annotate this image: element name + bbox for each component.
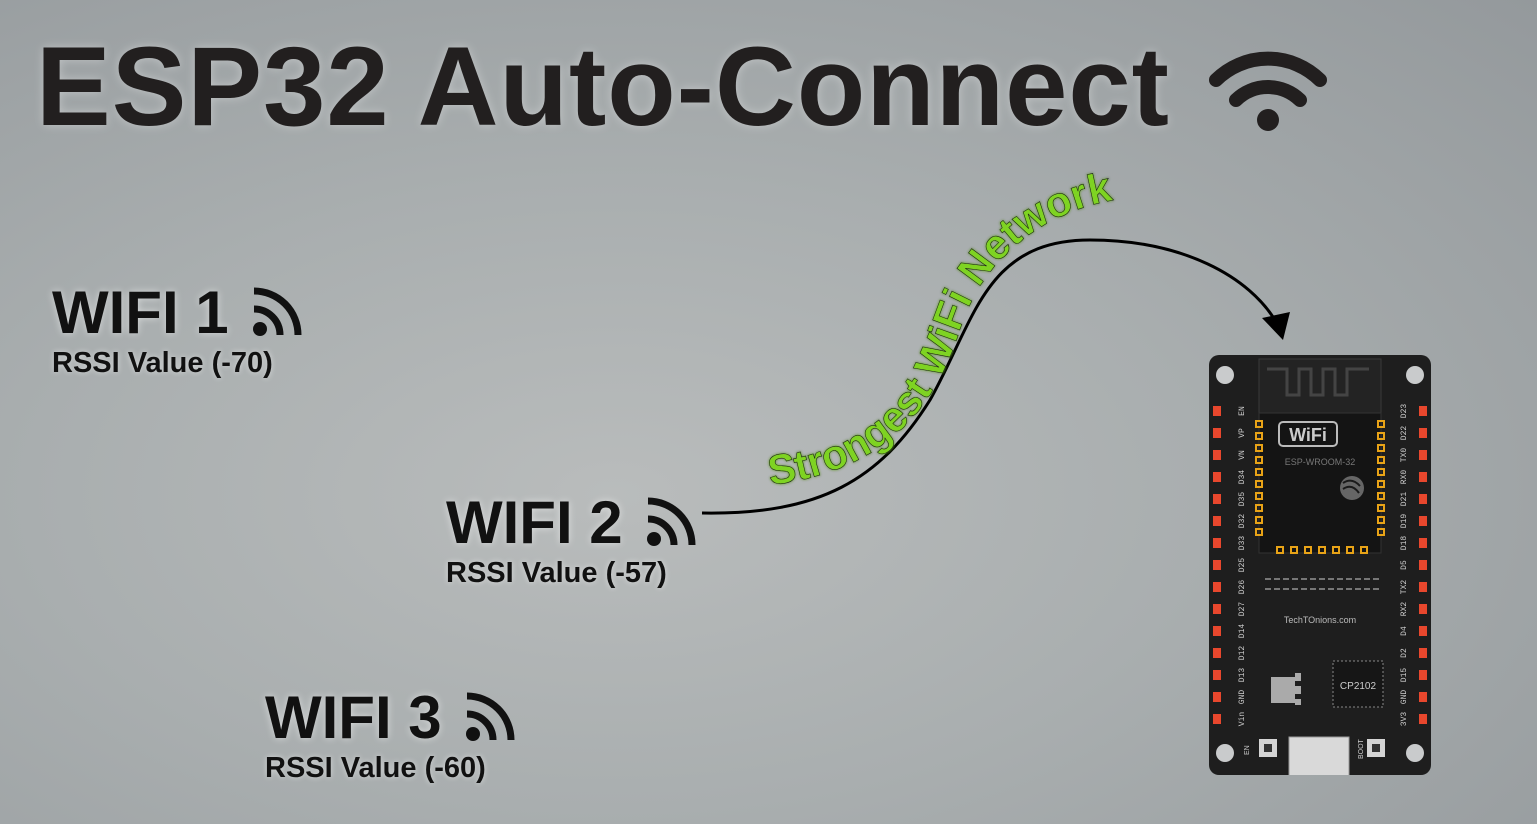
- pin-label: D14: [1238, 624, 1247, 639]
- pin-label: D13: [1238, 668, 1247, 683]
- header-pin: [1419, 450, 1427, 460]
- module-pads: [1255, 420, 1385, 554]
- arrow-line: [701, 238, 1280, 515]
- header-pin: [1419, 494, 1427, 504]
- pin-label: D32: [1238, 514, 1247, 529]
- pin-label: D26: [1238, 580, 1247, 595]
- pin-label: D22: [1400, 426, 1409, 441]
- en-button-label: EN: [1244, 745, 1251, 755]
- header-pin: [1213, 428, 1221, 438]
- voltage-regulator: [1271, 677, 1295, 703]
- header-pin: [1213, 494, 1221, 504]
- header-pin: [1213, 538, 1221, 548]
- pin-label: D34: [1238, 470, 1247, 485]
- pin-label: RX0: [1400, 470, 1409, 485]
- network-name: WIFI 1: [52, 279, 229, 346]
- esp32-board: WiFi ESP-WROOM-32 TechTOnions.com CP2102…: [1209, 355, 1431, 775]
- pin-label: GND: [1238, 690, 1247, 705]
- header-pin: [1213, 692, 1221, 702]
- header-pin: [1213, 516, 1221, 526]
- mount-hole: [1216, 744, 1234, 762]
- header-pin: [1419, 670, 1427, 680]
- header-pin: [1419, 428, 1427, 438]
- header-pin: [1213, 648, 1221, 658]
- pin-label: D5: [1400, 560, 1409, 570]
- antenna-trace: [1267, 367, 1369, 397]
- mount-hole: [1406, 744, 1424, 762]
- pin-label: TX0: [1400, 448, 1409, 463]
- pin-label: VP: [1238, 428, 1247, 438]
- header-pin: [1419, 538, 1427, 548]
- header-pin: [1213, 582, 1221, 592]
- header-pin: [1213, 626, 1221, 636]
- pin-label: D2: [1400, 648, 1409, 658]
- network-name: WIFI 3: [265, 684, 442, 751]
- header-pin: [1419, 692, 1427, 702]
- pin-label: D23: [1400, 404, 1409, 419]
- pin-label: Vin: [1238, 712, 1247, 727]
- mount-hole: [1406, 366, 1424, 384]
- wifi-badge: [1278, 421, 1338, 447]
- header-pin: [1213, 560, 1221, 570]
- pin-label: 3V3: [1400, 712, 1409, 727]
- header-pin: [1419, 714, 1427, 724]
- header-pin: [1419, 406, 1427, 416]
- pin-label: D25: [1238, 558, 1247, 573]
- header-pin: [1419, 626, 1427, 636]
- header-pin: [1419, 472, 1427, 482]
- header-pin: [1419, 648, 1427, 658]
- pin-label: D18: [1400, 536, 1409, 551]
- usb-uart-chip: [1332, 660, 1384, 708]
- network-wifi-1: WIFI 1 RSSI Value (-70): [52, 279, 302, 379]
- header-pin: [1419, 516, 1427, 526]
- site-label: TechTOnions.com: [1284, 615, 1356, 625]
- chip-label: CP2102: [1340, 681, 1377, 692]
- pin-label: TX2: [1400, 580, 1409, 595]
- rssi-value: RSSI Value (-57): [446, 557, 667, 589]
- header-pin: [1419, 560, 1427, 570]
- pin-label: D12: [1238, 646, 1247, 661]
- arrow-label-text: Strongest WiFi Network: [764, 163, 1117, 495]
- pin-label: RX2: [1400, 602, 1409, 617]
- usb-port: [1288, 736, 1350, 775]
- network-wifi-2: WIFI 2 RSSI Value (-57): [446, 489, 696, 589]
- header-pin: [1213, 670, 1221, 680]
- header-pin: [1213, 604, 1221, 614]
- wifi-icon: [1209, 51, 1327, 131]
- header-pin: [1213, 406, 1221, 416]
- pin-label: D35: [1238, 492, 1247, 507]
- wifi-signal-icon: [466, 692, 515, 741]
- pin-label: D15: [1400, 668, 1409, 683]
- pin-label: D33: [1238, 536, 1247, 551]
- pin-label: D21: [1400, 492, 1409, 507]
- arrow-head: [1262, 312, 1290, 340]
- arrow-label: Strongest WiFi Network: [764, 163, 1116, 494]
- rssi-value: RSSI Value (-70): [52, 347, 273, 379]
- header-pin: [1213, 714, 1221, 724]
- pin-label: EN: [1238, 406, 1247, 416]
- mount-hole: [1216, 366, 1234, 384]
- header-pin: [1419, 582, 1427, 592]
- wifi-signal-icon: [647, 497, 696, 546]
- header-pin: [1213, 472, 1221, 482]
- module-label: ESP-WROOM-32: [1285, 457, 1356, 467]
- pin-label: GND: [1400, 690, 1409, 705]
- header-pin: [1213, 450, 1221, 460]
- rssi-value: RSSI Value (-60): [265, 752, 486, 784]
- page-title: ESP32 Auto-Connect: [36, 24, 1170, 149]
- pin-label: D19: [1400, 514, 1409, 529]
- pin-label: D4: [1400, 626, 1409, 636]
- wifi-signal-icon: [253, 287, 302, 336]
- network-wifi-3: WIFI 3 RSSI Value (-60): [265, 684, 515, 784]
- pin-label: D27: [1238, 602, 1247, 617]
- pin-label: VN: [1238, 450, 1247, 460]
- header-pin: [1419, 604, 1427, 614]
- boot-button-label: BOOT: [1358, 738, 1365, 759]
- network-name: WIFI 2: [446, 489, 623, 556]
- wifi-badge-text: WiFi: [1289, 425, 1327, 445]
